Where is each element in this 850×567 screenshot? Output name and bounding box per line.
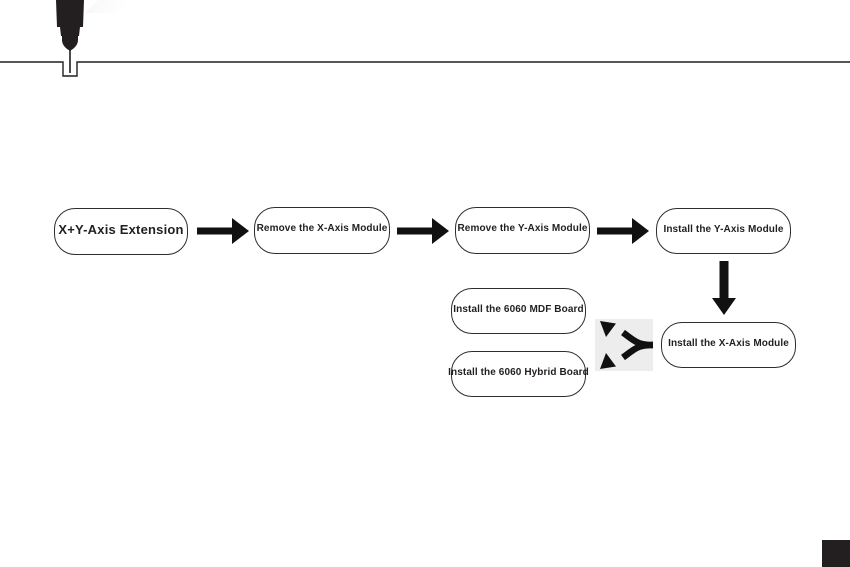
- arrow-down-icon: [712, 261, 736, 315]
- flow-node-remove-x: Remove the X-Axis Module: [254, 207, 390, 254]
- flow-node-label: Install the 6060 Hybrid Board: [448, 366, 589, 378]
- flow-node-install-mdf: Install the 6060 MDF Board: [451, 288, 586, 334]
- arrow-right-icon: [397, 218, 449, 244]
- faint-watermark: [85, 0, 129, 13]
- flow-node-label: Remove the Y-Axis Module: [457, 223, 588, 234]
- flow-node-install-y: Install the Y-Axis Module: [656, 208, 791, 254]
- page-corner-marker: [822, 540, 850, 567]
- fork-arrow-panel: [595, 319, 653, 371]
- flow-node-install-x: Install the X-Axis Module: [661, 322, 796, 368]
- fork-left-icon: [600, 321, 653, 369]
- flow-node-label: Install the 6060 MDF Board: [453, 303, 584, 315]
- flow-node-remove-y: Remove the Y-Axis Module: [455, 207, 590, 254]
- flow-node-label: Install the Y-Axis Module: [663, 223, 784, 235]
- flow-node-label: X+Y-Axis Extension: [58, 222, 184, 237]
- arrow-right-icon: [597, 218, 649, 244]
- header-divider-graphic: [0, 0, 850, 77]
- laser-module-icon: [56, 0, 84, 73]
- flow-node-install-hybrid: Install the 6060 Hybrid Board: [448, 351, 589, 397]
- flow-node-label: Install the X-Axis Module: [668, 337, 789, 349]
- flow-node-label: Remove the X-Axis Module: [256, 223, 388, 234]
- arrow-right-icon: [197, 218, 249, 244]
- divider-line: [0, 61, 850, 77]
- flow-node-start: X+Y-Axis Extension: [54, 208, 188, 255]
